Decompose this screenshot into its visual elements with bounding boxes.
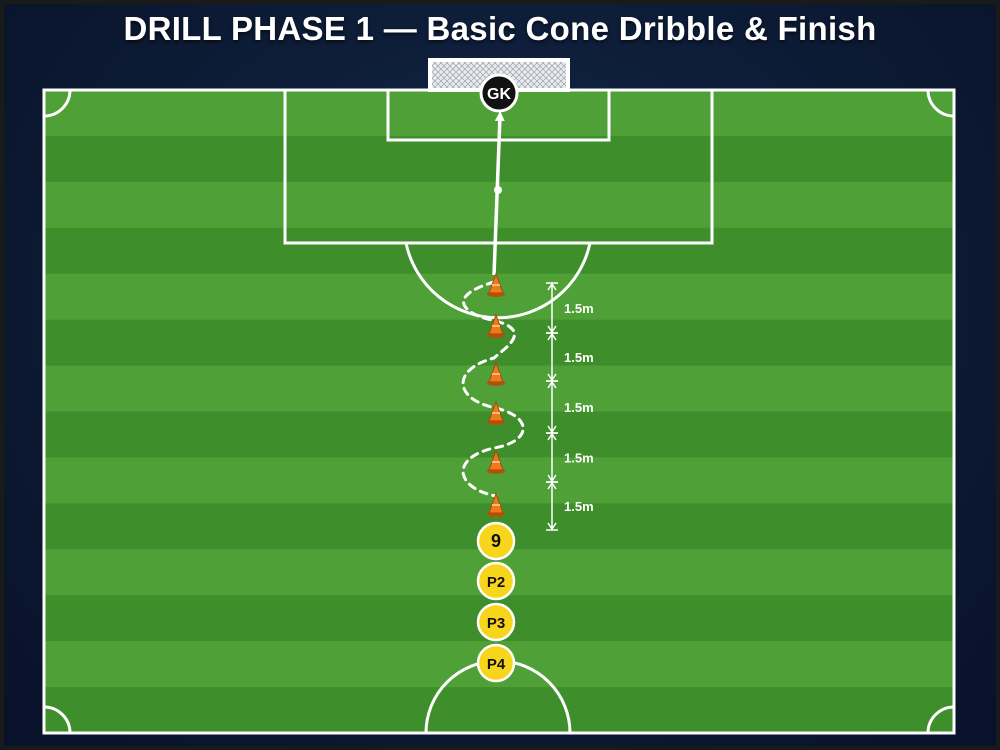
training-cone xyxy=(487,272,505,297)
player-marker: P2 xyxy=(476,561,516,601)
player-marker: P4 xyxy=(476,643,516,683)
spacing-label: 1.5m xyxy=(564,301,594,316)
spacing-label: 1.5m xyxy=(564,350,594,365)
spacing-marker: 1.5m xyxy=(546,481,594,531)
training-cone xyxy=(487,361,505,386)
spacing-markers: 1.5m 1.5m 1.5m 1.5m 1.5m xyxy=(546,282,594,531)
spacing-label: 1.5m xyxy=(564,451,594,466)
penalty-arc xyxy=(404,242,592,320)
player-marker: 9 xyxy=(476,521,516,561)
training-cone xyxy=(487,313,505,338)
spacing-label: 1.5m xyxy=(564,499,594,514)
spacing-label: 1.5m xyxy=(564,400,594,415)
corner-arc-top-right xyxy=(926,89,955,118)
page-title: DRILL PHASE 1 — Basic Cone Dribble & Fin… xyxy=(123,10,877,47)
player-label: 9 xyxy=(491,531,501,551)
player-marker: P3 xyxy=(476,602,516,642)
player-label: P3 xyxy=(487,615,505,632)
pitch-markings xyxy=(42,88,956,735)
grass-stripe xyxy=(44,227,954,275)
corner-arc-top-left xyxy=(43,89,72,118)
grass-stripe xyxy=(44,687,954,734)
spacing-marker: 1.5m xyxy=(546,332,594,382)
player-label: P2 xyxy=(487,574,505,591)
training-cone xyxy=(487,400,505,425)
shot-arrow xyxy=(492,111,505,276)
training-cone xyxy=(487,449,505,474)
spacing-marker: 1.5m xyxy=(546,380,594,434)
player-label: P4 xyxy=(487,656,506,673)
corner-arc-bottom-right xyxy=(926,705,955,734)
training-cone xyxy=(487,492,505,517)
cones-group xyxy=(487,272,505,517)
goalkeeper-label: GK xyxy=(487,86,511,103)
dribble-path xyxy=(461,280,525,498)
corner-arc-bottom-left xyxy=(43,705,72,734)
goalkeeper-marker: GK xyxy=(479,73,519,113)
grass-stripe xyxy=(44,273,954,321)
